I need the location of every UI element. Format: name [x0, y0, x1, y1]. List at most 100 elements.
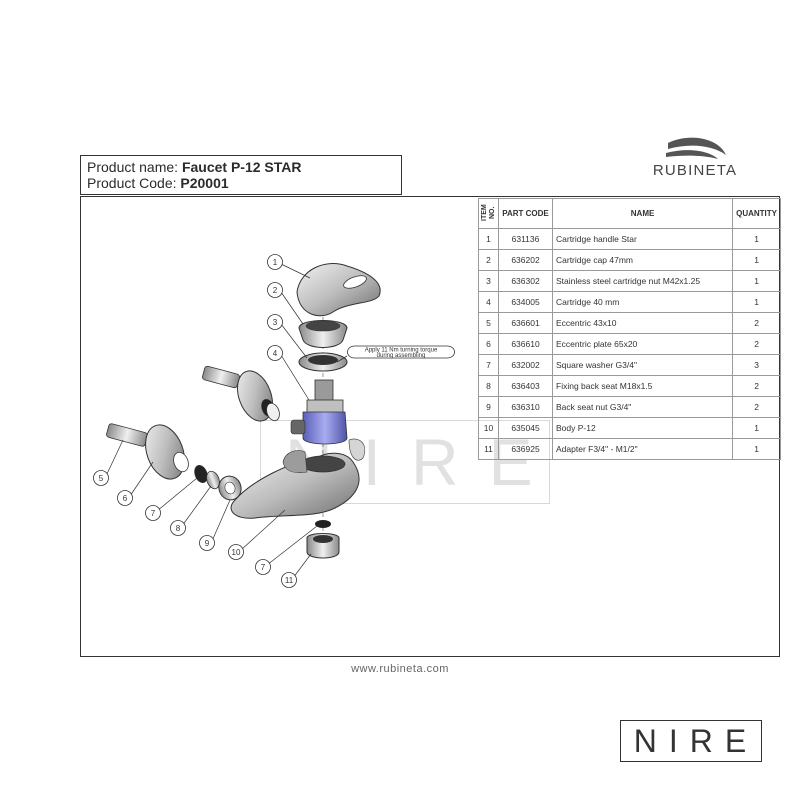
part-name-cell: Cartridge 40 mm	[551, 291, 734, 313]
part-name-cell: Stainless steel cartridge nut M42x1.25	[551, 270, 734, 292]
item-no-cell: 6	[478, 333, 499, 355]
faucet-body	[230, 438, 366, 519]
svg-text:7: 7	[261, 563, 266, 572]
quantity-cell: 2	[732, 375, 781, 397]
svg-text:5: 5	[99, 474, 104, 483]
rubineta-logo-icon	[666, 137, 726, 159]
part-code-cell: 634005	[498, 291, 553, 313]
item-no-cell: 8	[478, 375, 499, 397]
svg-text:4: 4	[273, 349, 278, 358]
part-name-cell: Square washer G3/4"	[551, 354, 734, 376]
product-name-value: Faucet P-12 STAR	[181, 159, 302, 175]
svg-text:9: 9	[205, 539, 210, 548]
cartridge-handle	[296, 263, 381, 317]
callout-7: 7	[145, 505, 161, 521]
eccentric-lower	[106, 423, 242, 501]
callout-5: 5	[93, 470, 109, 486]
callout-2: 2	[267, 282, 283, 298]
item-no-cell: 10	[478, 417, 499, 439]
callout-11: 11	[281, 572, 297, 588]
adapter	[306, 520, 340, 559]
item-no-cell: 5	[478, 312, 499, 334]
torque-note: Apply 11 Nm turning torque during assemb…	[336, 345, 455, 363]
quantity-cell: 1	[732, 228, 781, 250]
quantity-cell: 2	[732, 396, 781, 418]
item-no-cell: 11	[478, 438, 499, 460]
brand-name: RUBINETA	[652, 162, 738, 179]
item-no-cell: 7	[478, 354, 499, 376]
eccentric-upper	[202, 365, 280, 422]
part-code-cell: 631136	[498, 228, 553, 250]
product-name-line: Product name: Faucet P-12 STAR	[87, 159, 395, 175]
part-code-cell: 636310	[498, 396, 553, 418]
product-title-box: Product name: Faucet P-12 STAR Product C…	[80, 155, 402, 195]
callout-group: 1 2 3 4 5 6 7 8 9 10 7 11	[93, 254, 297, 588]
item-no-cell: 3	[478, 270, 499, 292]
svg-text:11: 11	[285, 576, 294, 585]
cartridge-cap	[298, 320, 348, 348]
svg-text:7: 7	[151, 509, 156, 518]
header-quantity: QUANTITY	[732, 198, 781, 229]
callout-3: 3	[267, 314, 283, 330]
svg-text:3: 3	[273, 318, 278, 327]
item-no-cell: 4	[478, 291, 499, 313]
quantity-cell: 2	[732, 312, 781, 334]
part-code-cell: 636601	[498, 312, 553, 334]
part-code-cell: 636302	[498, 270, 553, 292]
header-item-no: ITEM NO.	[478, 198, 499, 229]
quantity-cell: 3	[732, 354, 781, 376]
svg-text:10: 10	[232, 548, 241, 557]
header-name: NAME	[551, 198, 734, 229]
part-name-cell: Cartridge cap 47mm	[551, 249, 734, 271]
part-name-cell: Cartridge handle Star	[551, 228, 734, 250]
part-name-cell: Eccentric 43x10	[551, 312, 734, 334]
item-no-cell: 9	[478, 396, 499, 418]
cartridge-nut	[298, 352, 348, 372]
callout-9: 9	[199, 535, 215, 551]
part-name-cell: Back seat nut G3/4"	[551, 396, 734, 418]
part-code-cell: 636925	[498, 438, 553, 460]
product-name-label: Product name:	[87, 159, 179, 175]
callout-8: 8	[170, 520, 186, 536]
callout-1: 1	[267, 254, 283, 270]
svg-text:6: 6	[123, 494, 128, 503]
item-no-cell: 2	[478, 249, 499, 271]
quantity-cell: 1	[732, 417, 781, 439]
product-code-label: Product Code:	[87, 175, 177, 191]
leader-lines	[105, 263, 318, 579]
svg-text:1: 1	[273, 258, 278, 267]
callout-4: 4	[267, 345, 283, 361]
item-no-cell: 1	[478, 228, 499, 250]
callout-10: 10	[228, 544, 244, 560]
part-code-cell: 632002	[498, 354, 553, 376]
quantity-cell: 1	[732, 291, 781, 313]
part-code-cell: 635045	[498, 417, 553, 439]
quantity-cell: 1	[732, 438, 781, 460]
header-part-code: PART CODE	[498, 198, 553, 229]
product-code-value: P20001	[180, 175, 229, 191]
website-footer: www.rubineta.com	[351, 663, 449, 675]
part-code-cell: 636202	[498, 249, 553, 271]
cartridge	[290, 379, 348, 445]
parts-table-header: ITEM NO. PART CODE NAME QUANTITY	[478, 198, 781, 229]
note-line-2: during assembling	[377, 353, 426, 359]
quantity-cell: 2	[732, 333, 781, 355]
product-code-line: Product Code: P20001	[87, 175, 395, 191]
part-name-cell: Eccentric plate 65x20	[551, 333, 734, 355]
part-name-cell: Fixing back seat M18x1.5	[551, 375, 734, 397]
nire-stamp: NIRE	[620, 720, 762, 762]
svg-text:8: 8	[176, 524, 181, 533]
callout-7: 7	[255, 559, 271, 575]
quantity-cell: 1	[732, 270, 781, 292]
